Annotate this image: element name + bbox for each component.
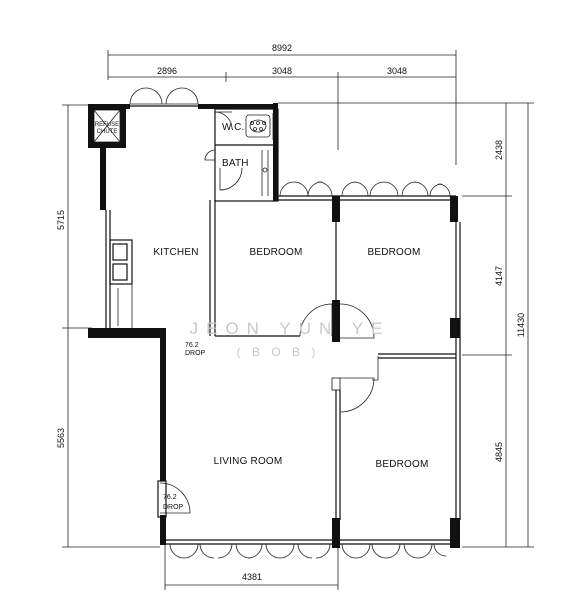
dim-bottom: 4381	[242, 572, 262, 582]
room-labels: REFUSE CHUTE W.C. BATH KITCHEN BEDROOM B…	[95, 122, 429, 470]
kitchen-label: KITCHEN	[153, 247, 198, 258]
bedroom-3-label: BEDROOM	[375, 459, 428, 470]
drop-lower-label: DROP	[163, 504, 184, 511]
watermark-name: JEON YUN YE	[190, 319, 391, 338]
dimension-lines	[62, 50, 534, 590]
drop-upper-label: DROP	[185, 350, 206, 357]
dim-top-segment-2: 3048	[272, 66, 292, 76]
watermark: JEON YUN YE ( B O B )	[190, 319, 391, 359]
dim-right-total: 11430	[516, 313, 526, 337]
drop-labels: 76.2 DROP 76.2 DROP	[163, 342, 206, 511]
dim-top-segment-3: 3048	[387, 66, 407, 76]
dim-top-segment-1: 2896	[157, 66, 177, 76]
dim-right-top: 2438	[494, 140, 504, 160]
doors	[129, 87, 451, 559]
bedroom-2-label: BEDROOM	[367, 247, 420, 258]
wc-label: W.C.	[222, 122, 244, 133]
dim-right-bottom: 4845	[494, 442, 504, 462]
drop-lower-value: 76.2	[163, 494, 177, 501]
dim-overall-width: 8992	[272, 43, 292, 53]
window-bedrooms-top	[279, 181, 451, 197]
dim-left-upper: 5715	[56, 210, 66, 230]
refuse-chute-label-1: REFUSE	[95, 122, 119, 128]
bath-fixture	[261, 150, 269, 196]
dim-right-mid: 4147	[494, 266, 504, 286]
window-kitchen-top	[129, 87, 199, 105]
wc-fixture	[245, 113, 274, 140]
drop-upper-value: 76.2	[185, 342, 199, 349]
window-bottom	[169, 543, 447, 559]
watermark-nickname: ( B O B )	[237, 345, 320, 359]
refuse-chute-label-2: CHUTE	[97, 129, 118, 135]
dimension-labels: 8992 2896 3048 3048 5715 5563 2438 4147 …	[56, 43, 526, 582]
bath-label: BATH	[222, 158, 249, 169]
bedroom-1-label: BEDROOM	[249, 247, 302, 258]
living-room-label: LIVING ROOM	[214, 456, 283, 467]
dim-left-lower: 5563	[56, 428, 66, 448]
